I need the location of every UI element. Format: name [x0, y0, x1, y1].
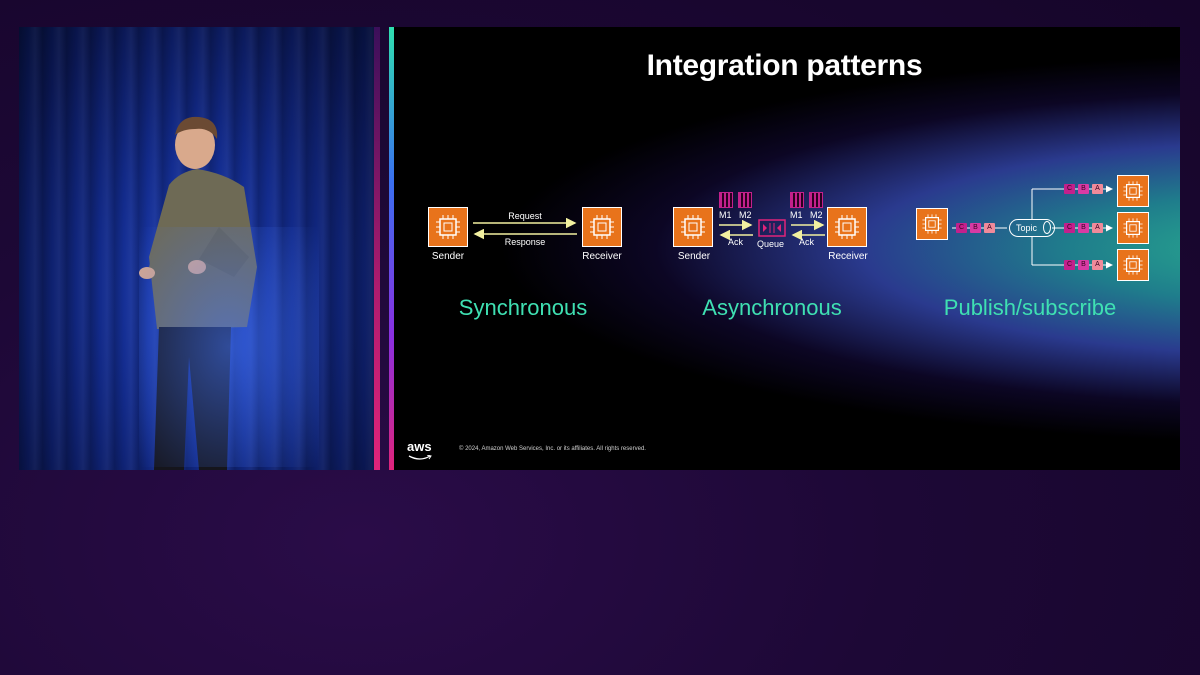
message-chip-a: A — [1092, 260, 1103, 270]
sync-response-label: Response — [504, 237, 546, 247]
sync-receiver-compute-icon — [582, 207, 622, 247]
async-ack-right-label: Ack — [799, 237, 815, 247]
message-chip-c: C — [1064, 223, 1075, 233]
slide-title: Integration patterns — [646, 49, 923, 82]
pubsub-subscriber-compute-icon — [1117, 249, 1149, 281]
sync-request-label: Request — [508, 211, 542, 221]
message-stack-icon — [738, 192, 752, 208]
slide-accent-bar — [389, 27, 394, 470]
message-stack-icon — [719, 192, 733, 208]
video-edge-accent — [374, 27, 380, 470]
asynchronous-label: Asynchronous — [702, 295, 842, 320]
speaker-video — [19, 27, 379, 470]
async-receiver-label: Receiver — [828, 251, 868, 262]
message-chip-a: A — [1092, 223, 1103, 233]
async-receiver-compute-icon — [827, 207, 867, 247]
message-chip-c: C — [1064, 260, 1075, 270]
async-sender-label: Sender — [677, 251, 711, 262]
topic-label: Topic — [1016, 223, 1038, 233]
message-chip-c: C — [1064, 184, 1075, 194]
async-m2-right-label: M2 — [810, 210, 823, 220]
message-stack-icon — [790, 192, 804, 208]
message-chip-c: C — [956, 223, 967, 233]
sync-sender-label: Sender — [431, 251, 465, 262]
sync-sender-compute-icon — [428, 207, 468, 247]
aws-logo: aws — [407, 439, 432, 454]
pubsub-subscriber-compute-icon — [1117, 212, 1149, 244]
stage-light — [139, 227, 319, 467]
message-stack-icon — [809, 192, 823, 208]
message-chip-b: B — [1078, 223, 1089, 233]
topic-icon — [1009, 219, 1055, 237]
slide: Integration patterns — [389, 27, 1180, 470]
async-sender-compute-icon — [673, 207, 713, 247]
async-ack-left-label: Ack — [728, 237, 744, 247]
pubsub-subscriber-compute-icon — [1117, 175, 1149, 207]
message-chip-b: B — [1078, 260, 1089, 270]
copyright-text: © 2024, Amazon Web Services, Inc. or its… — [459, 446, 646, 452]
pubsub-publisher-compute-icon — [916, 208, 948, 240]
message-chip-a: A — [1092, 184, 1103, 194]
async-m2-left-label: M2 — [739, 210, 752, 220]
aws-smile-icon — [408, 455, 432, 460]
message-chip-b: B — [970, 223, 981, 233]
async-m1-left-label: M1 — [719, 210, 732, 220]
async-queue-label: Queue — [757, 239, 785, 249]
sync-receiver-label: Receiver — [582, 251, 622, 262]
message-chip-b: B — [1078, 184, 1089, 194]
publish-subscribe-label: Publish/subscribe — [943, 295, 1117, 320]
queue-icon — [758, 219, 786, 237]
message-chip-a: A — [984, 223, 995, 233]
async-m1-right-label: M1 — [790, 210, 803, 220]
diagram-connectors — [473, 185, 1113, 269]
synchronous-label: Synchronous — [458, 295, 588, 320]
